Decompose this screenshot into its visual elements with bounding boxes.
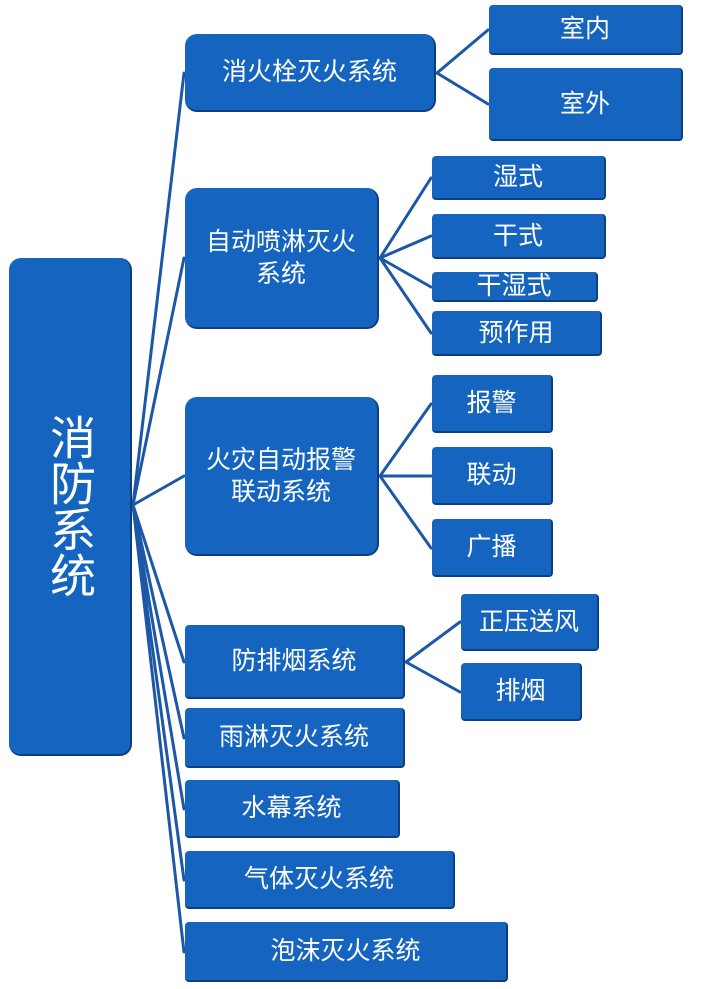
root-connector-line [131,256,186,507]
category-label: 火灾自动报警 联动系统 [205,445,356,506]
category-label: 泡沫灭火系统 [270,936,421,966]
leaf-pre-action: 预作用 [432,311,602,356]
leaf-indoor: 室内 [489,5,683,55]
root-connector-line [131,71,186,507]
category-label: 自动喷淋灭火 系统 [205,227,356,288]
leaf-alarm: 报警 [432,375,553,433]
category-label: 气体灭火系统 [243,864,394,894]
sprinkler-connector-line [378,256,433,335]
leaf-outdoor: 室外 [489,68,683,141]
root-connector-line [131,503,186,740]
smoke-connector-line [404,660,462,694]
category-deluge: 雨淋灭火系统 [185,708,405,768]
root-label: 消防系统 [43,414,98,598]
leaf-pressurization: 正压送风 [461,594,599,651]
leaf-linkage: 联动 [432,447,553,505]
category-sprinkler: 自动喷淋灭火 系统 [185,188,379,329]
root-connector-line [131,474,186,507]
leaf-dry: 干式 [432,214,606,259]
hydrant-connector-line [435,28,490,75]
category-label: 消火栓灭火系统 [221,57,397,87]
category-water-curtain: 水幕系统 [185,780,400,838]
root-node: 消防系统 [9,258,132,756]
category-label: 雨淋灭火系统 [218,722,369,752]
leaf-broadcast: 广播 [432,519,553,577]
root-connector-line [131,503,186,664]
category-smoke: 防排烟系统 [185,625,405,699]
sprinkler-connector-line [378,176,433,260]
category-foam: 泡沫灭火系统 [185,922,508,982]
category-alarm: 火灾自动报警 联动系统 [185,397,379,556]
sprinkler-connector-line [378,234,433,260]
sprinkler-connector-line [378,256,433,289]
alarm-connector-line [378,402,433,478]
smoke-connector-line [404,620,462,664]
category-label: 水幕系统 [241,793,342,823]
root-connector-line [131,503,186,811]
category-label: 防排烟系统 [231,646,357,676]
root-connector-line [131,503,186,954]
leaf-dry-wet: 干湿式 [432,271,598,302]
leaf-wet: 湿式 [432,156,606,200]
hydrant-connector-line [435,71,490,106]
category-hydrant: 消火栓灭火系统 [185,34,436,112]
alarm-connector-line [378,474,433,550]
category-gas: 气体灭火系统 [185,851,455,909]
leaf-smoke-exhaust: 排烟 [461,663,582,721]
